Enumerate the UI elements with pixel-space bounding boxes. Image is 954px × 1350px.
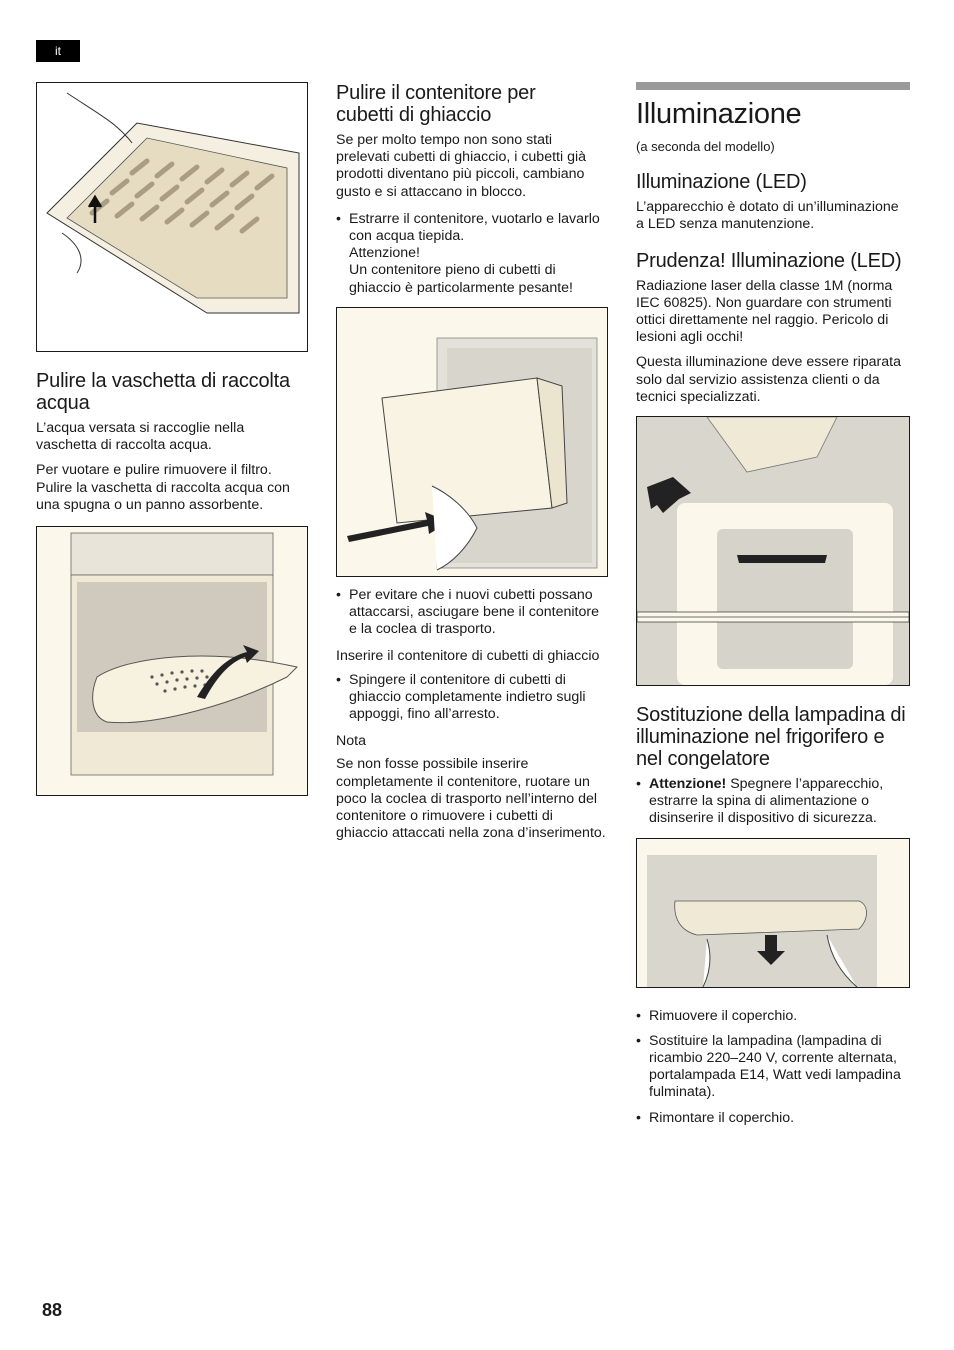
steps-list: Rimuovere il coperchio. Sostituire la la… [636, 1008, 910, 1127]
section-title-illuminazione: Illuminazione [636, 98, 802, 130]
list-item: Estrarre il contenitore, vuotarlo e lava… [336, 211, 608, 297]
section-title-ice-container: Pulire il contenitore per cubetti di ghi… [336, 82, 536, 126]
section-rule [636, 82, 910, 90]
figure-drip-tray-removal [36, 82, 308, 352]
figure-filter-removal [36, 526, 308, 797]
paragraph: L’acqua versata si raccoglie nella vasch… [36, 420, 245, 454]
paragraph: Radiazione laser della classe 1M (norma … [636, 277, 893, 346]
list-item: Spingere il contenitore di cubetti di gh… [336, 672, 608, 724]
bullet-list: Attenzione! Spegnere l’apparecchio, estr… [636, 776, 910, 828]
paragraph: Per vuotare e pulire rimuovere il filtro… [36, 462, 290, 513]
bulb-cover-illustration [637, 838, 909, 987]
paragraph: Se per molto tempo non sono stati prelev… [336, 132, 586, 200]
heading-caution-led: Prudenza! Illuminazione (LED) [636, 249, 902, 272]
list-item: Attenzione! Spegnere l’apparecchio, estr… [636, 776, 910, 828]
paragraph: Questa illuminazione deve essere riparat… [636, 354, 901, 405]
figure-led-lighting [636, 416, 910, 687]
right-column: Illuminazione (a seconda del modello) Il… [636, 82, 910, 1127]
led-illustration [637, 417, 909, 686]
heading-led: Illuminazione (LED) [636, 171, 807, 194]
attention-label: Attenzione! [349, 245, 420, 262]
subtitle: (a seconda del modello) [636, 139, 775, 154]
paragraph: L’apparecchio è dotato di un’illuminazio… [636, 199, 899, 233]
bullet-text: Estrarre il contenitore, vuotarlo e lava… [349, 210, 600, 245]
step-item: Rimuovere il coperchio. [636, 1008, 910, 1025]
bullet-list: Spingere il contenitore di cubetti di gh… [336, 672, 608, 724]
note-label: Nota [336, 733, 366, 750]
section-title-drip-tray: Pulire la vaschetta di raccolta acqua [36, 370, 290, 414]
drip-tray-illustration [37, 83, 307, 351]
step-item: Sostituire la lampadina (lampadina di ri… [636, 1033, 910, 1102]
attention-label: Attenzione! [649, 776, 727, 793]
filter-illustration [37, 527, 307, 796]
figure-bulb-cover [636, 837, 910, 988]
language-tag: it [36, 40, 80, 62]
note-text: Se non fosse possibile inserire completa… [336, 756, 606, 842]
heading-replace-bulb: Sostituzione della lampadina di illumina… [636, 704, 906, 771]
figure-ice-container [336, 306, 608, 577]
list-item: Per evitare che i nuovi cubetti possano … [336, 587, 608, 639]
step-item: Rimontare il coperchio. [636, 1110, 910, 1127]
bullet-list: Estrarre il contenitore, vuotarlo e lava… [336, 211, 608, 297]
attention-text: Un contenitore pieno di cubetti di ghiac… [349, 262, 573, 296]
bullet-list: Per evitare che i nuovi cubetti possano … [336, 587, 608, 639]
middle-column: Pulire il contenitore per cubetti di ghi… [336, 82, 608, 842]
subheading-insert-container: Inserire il contenitore di cubetti di gh… [336, 648, 600, 665]
left-column: Pulire la vaschetta di raccolta acqua L’… [36, 82, 308, 797]
attention-text: Spegnere l’apparecchio, estrarre la spin… [649, 776, 884, 827]
page-number: 88 [42, 1300, 63, 1320]
ice-container-illustration [337, 307, 607, 576]
